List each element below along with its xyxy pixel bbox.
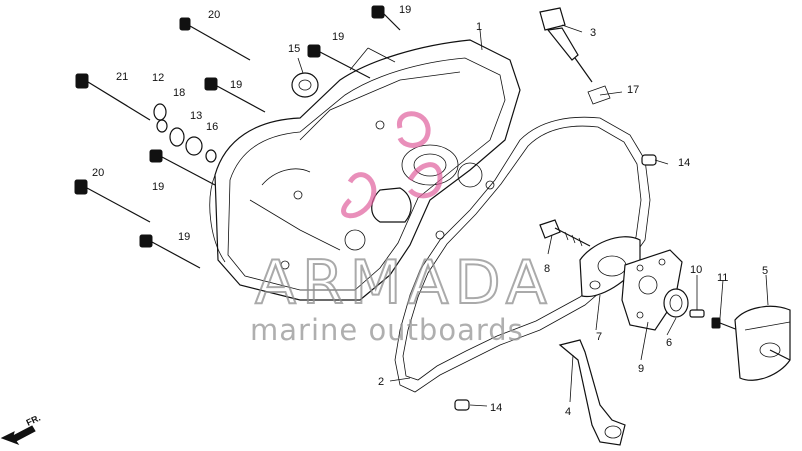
dowel-pin-lower: [454, 399, 470, 411]
callout-17: 17: [627, 84, 639, 96]
washer-13: [185, 136, 203, 156]
oil-filler-cap: [539, 7, 593, 83]
bolt-21: [75, 73, 151, 121]
bolt-19-lower: [139, 234, 201, 269]
callout-19-upper-mid: 19: [332, 31, 344, 43]
bolt-20-upper: [179, 17, 251, 61]
dowel-pin-upper: [641, 154, 657, 166]
bolt-19-left-upper: [204, 77, 266, 113]
clutch-lifter-shaft: [539, 219, 591, 247]
front-direction-indicator: FR.: [0, 413, 42, 446]
callout-19-left-mid: 19: [152, 181, 164, 193]
washer-12: [153, 103, 168, 133]
callout-7: 7: [596, 331, 602, 343]
callout-18: 18: [173, 87, 185, 99]
callout-2: 2: [378, 376, 384, 388]
callout-8: 8: [544, 263, 550, 275]
callout-14-upper: 14: [678, 157, 690, 169]
callout-20-upper: 20: [208, 9, 220, 21]
bolt-19-left-mid: [149, 149, 216, 186]
callout-11: 11: [717, 272, 728, 284]
callout-4: 4: [565, 406, 571, 418]
callout-12: 12: [152, 72, 164, 84]
callout-5: 5: [762, 265, 768, 277]
bolt-19-top: [371, 5, 401, 31]
bolt-20-lower: [74, 179, 151, 223]
callout-10: 10: [690, 264, 702, 276]
callout-19-top: 19: [399, 4, 411, 16]
clutch-lever: [558, 339, 626, 446]
callout-numbers: 1 2 3 4 5 6 7 8 9 10 11 12 13 14 14 15 1…: [92, 4, 768, 418]
washer-16: [205, 149, 217, 163]
washer-18: [169, 127, 185, 147]
oil-seal: [291, 72, 319, 98]
watermark-tagline: marine outboards: [250, 313, 524, 347]
bolt-19-upper-mid: [307, 44, 371, 79]
callout-6: 6: [666, 337, 672, 349]
callout-13: 13: [190, 110, 202, 122]
callout-20-lower: 20: [92, 167, 104, 179]
o-ring: [587, 85, 611, 105]
clutch-cover-plate: [734, 305, 791, 381]
bolt-11: [711, 317, 739, 331]
callout-21: 21: [116, 71, 128, 83]
callout-19-left-upper: 19: [230, 79, 242, 91]
callout-19-lower: 19: [178, 231, 190, 243]
callout-1: 1: [476, 21, 482, 33]
bearing: [663, 288, 689, 318]
watermark: ARMADA marine outboards: [250, 247, 553, 347]
watermark-brand: ARMADA: [255, 248, 553, 318]
callout-15: 15: [288, 43, 300, 55]
leader-lines: [297, 24, 769, 407]
callout-16: 16: [206, 121, 218, 133]
watermark-logo: [341, 111, 443, 219]
callout-14-lower: 14: [490, 402, 502, 414]
pin: [689, 309, 705, 318]
callout-9: 9: [638, 363, 644, 375]
direction-label: FR.: [25, 413, 42, 428]
direction-arrow-icon: [0, 425, 36, 446]
callout-3: 3: [590, 27, 596, 39]
